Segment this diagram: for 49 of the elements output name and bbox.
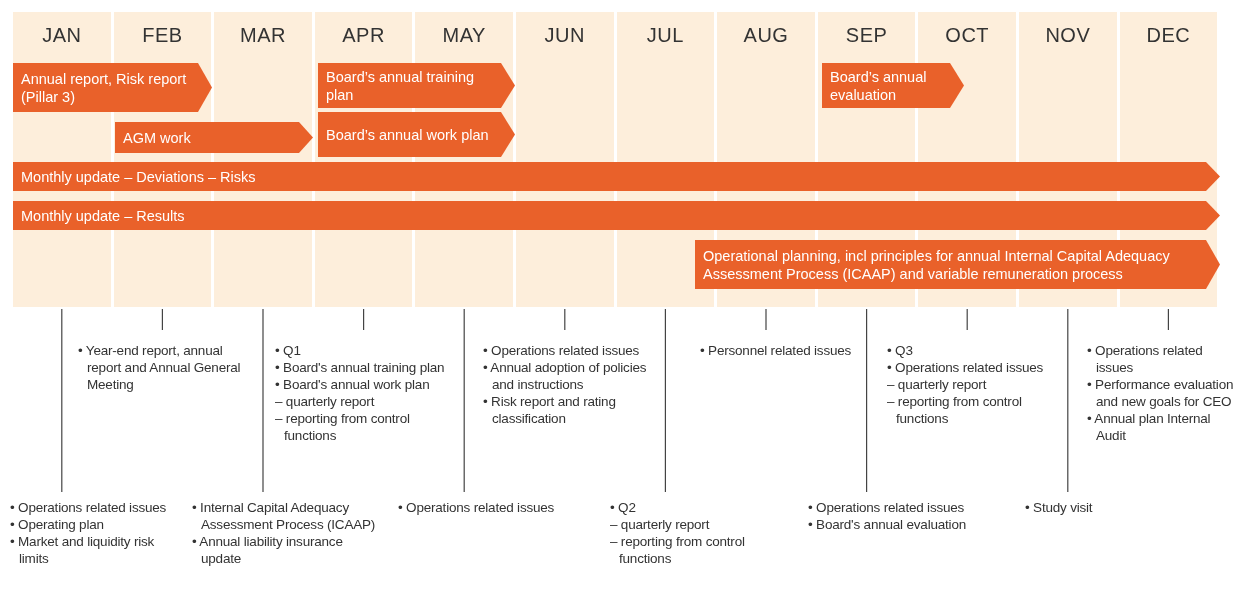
agenda-item: • Market and liquidity risk limits xyxy=(10,533,156,567)
timeline-bar: Operational planning, incl principles for annual Internal Capital Adequacy Assessment Process (ICAAP) and variable remuneration process xyxy=(695,240,1220,289)
agenda-item: • Personnel related issues xyxy=(700,342,853,359)
timeline-bar: Annual report, Risk report (Pillar 3) xyxy=(13,63,212,112)
agenda-item: • Q1 xyxy=(275,342,302,359)
month-label: NOV xyxy=(1044,24,1092,47)
timeline-bar: Board’s annual training plan xyxy=(318,63,515,108)
month-label: DEC xyxy=(1145,24,1192,47)
agenda-item: • Operations related issues xyxy=(398,499,556,516)
agenda-item: – reporting from control functions xyxy=(610,533,746,567)
timeline-bar: Monthly update – Results xyxy=(13,201,1220,230)
timeline-bar: Monthly update – Deviations – Risks xyxy=(13,162,1220,191)
agenda-item: – quarterly report xyxy=(887,376,988,393)
agenda-item: • Board's annual training plan xyxy=(275,359,446,376)
month-label: MAR xyxy=(239,24,287,47)
month-label: AUG xyxy=(742,24,790,47)
month-label: JAN xyxy=(41,24,83,47)
agenda-item: • Board's annual evaluation xyxy=(808,516,968,533)
agenda-item: • Year-end report, annual report and Annual General Meeting xyxy=(78,342,242,393)
month-label: OCT xyxy=(944,24,991,47)
agenda-item: • Operations related issues xyxy=(10,499,168,516)
agenda-item: • Operations related issues xyxy=(808,499,966,516)
agenda-item: • Study visit xyxy=(1025,499,1094,516)
agenda-item: • Operating plan xyxy=(10,516,105,533)
month-label: FEB xyxy=(141,24,184,47)
agenda-item: • Performance evaluation and new goals for CEO xyxy=(1087,376,1235,410)
timeline-bar: Board’s annual evaluation xyxy=(822,63,964,108)
agenda-item: • Internal Capital Adequacy Assessment Process (ICAAP) xyxy=(192,499,377,533)
agenda-item: • Operations related issues xyxy=(887,359,1045,376)
agenda-item: • Q3 xyxy=(887,342,914,359)
agenda-item: • Q2 xyxy=(610,499,637,516)
agenda-item: • Annual adoption of policies and instructions xyxy=(483,359,648,393)
agenda-item: • Board's annual work plan xyxy=(275,376,431,393)
agenda-item: • Risk report and rating classification xyxy=(483,393,617,427)
agenda-item: • Annual plan Internal Audit xyxy=(1087,410,1212,444)
month-label: MAY xyxy=(441,24,487,47)
agenda-item: – reporting from control functions xyxy=(887,393,1023,427)
month-label: JUN xyxy=(543,24,586,47)
month-label: JUL xyxy=(645,24,685,47)
agenda-item: – quarterly report xyxy=(610,516,711,533)
agenda-item: • Annual liability insurance update xyxy=(192,533,344,567)
month-label: APR xyxy=(341,24,386,47)
agenda-item: – reporting from control functions xyxy=(275,410,411,444)
agenda-item: – quarterly report xyxy=(275,393,376,410)
timeline-bar: AGM work xyxy=(115,122,313,153)
agenda-item: • Operations related issues xyxy=(483,342,641,359)
timeline-bar: Board’s annual work plan xyxy=(318,112,515,157)
month-label: SEP xyxy=(844,24,889,47)
agenda-item: • Operations related issues xyxy=(1087,342,1204,376)
